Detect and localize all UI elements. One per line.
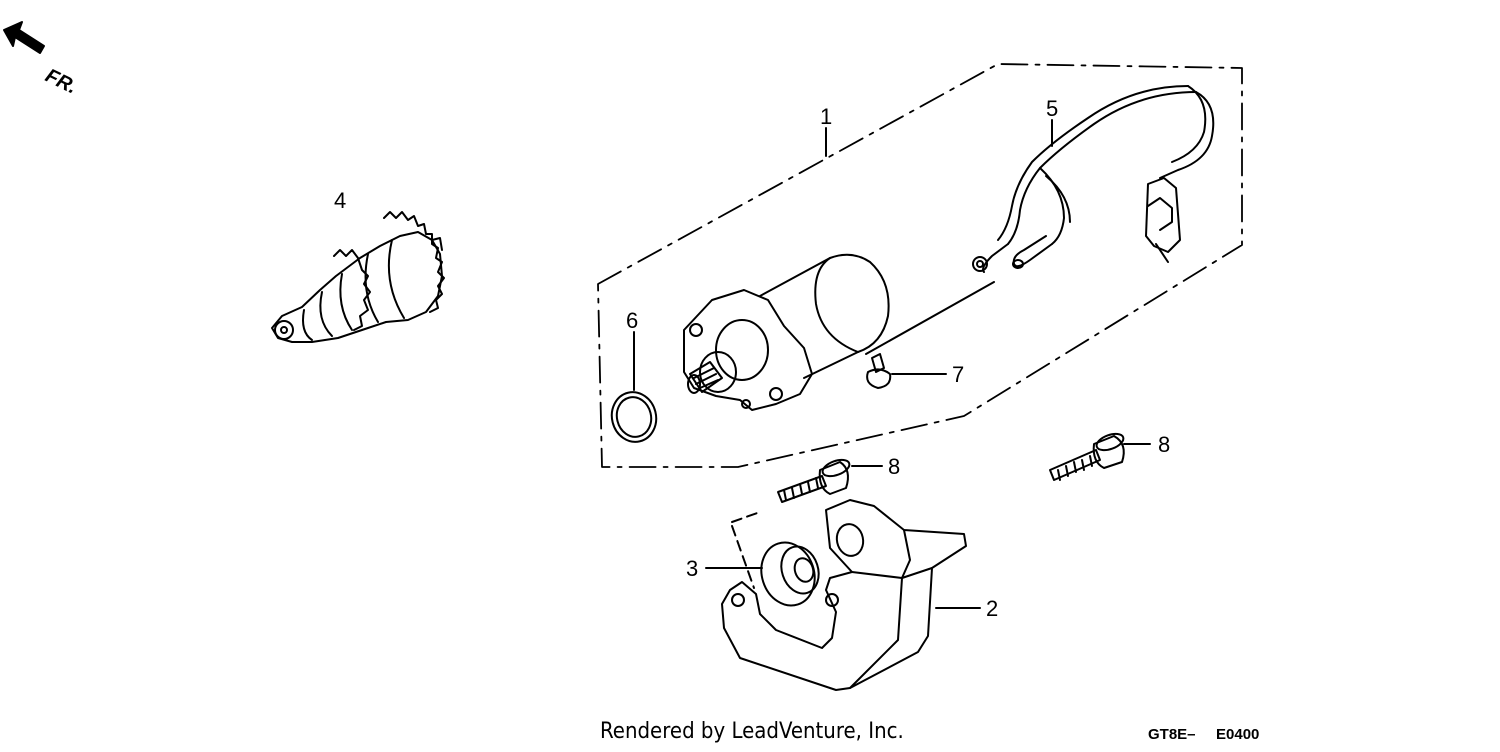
callout-8-lower: 8 <box>888 454 900 479</box>
render-credit: Rendered by LeadVenture, Inc. <box>600 719 904 744</box>
starter-motor-part <box>683 127 890 411</box>
diagram-code-prefix: GT8E– <box>1148 726 1196 743</box>
callout-3: 3 <box>686 556 698 581</box>
diagram-code-suffix: E0400 <box>1216 726 1259 743</box>
flange-bolt-right <box>1049 432 1151 481</box>
small-bolt-part <box>866 353 947 389</box>
o-ring-part <box>610 331 658 443</box>
wire-harness-part <box>865 85 1215 355</box>
callout-4: 4 <box>334 188 346 213</box>
front-direction-arrow-icon <box>3 21 45 54</box>
callout-7: 7 <box>952 362 964 387</box>
starter-gear-part <box>271 211 445 343</box>
starter-assembly-boundary <box>597 63 1243 468</box>
callout-8-right: 8 <box>1158 432 1170 457</box>
callout-2: 2 <box>986 596 998 621</box>
callout-1: 1 <box>820 104 832 129</box>
front-direction-label: FR. <box>42 65 81 99</box>
flange-bolt-lower-left <box>777 458 883 503</box>
callout-5: 5 <box>1046 96 1058 121</box>
grommet-part <box>705 511 820 607</box>
callout-6: 6 <box>626 308 638 333</box>
starter-cover-part <box>721 499 981 691</box>
